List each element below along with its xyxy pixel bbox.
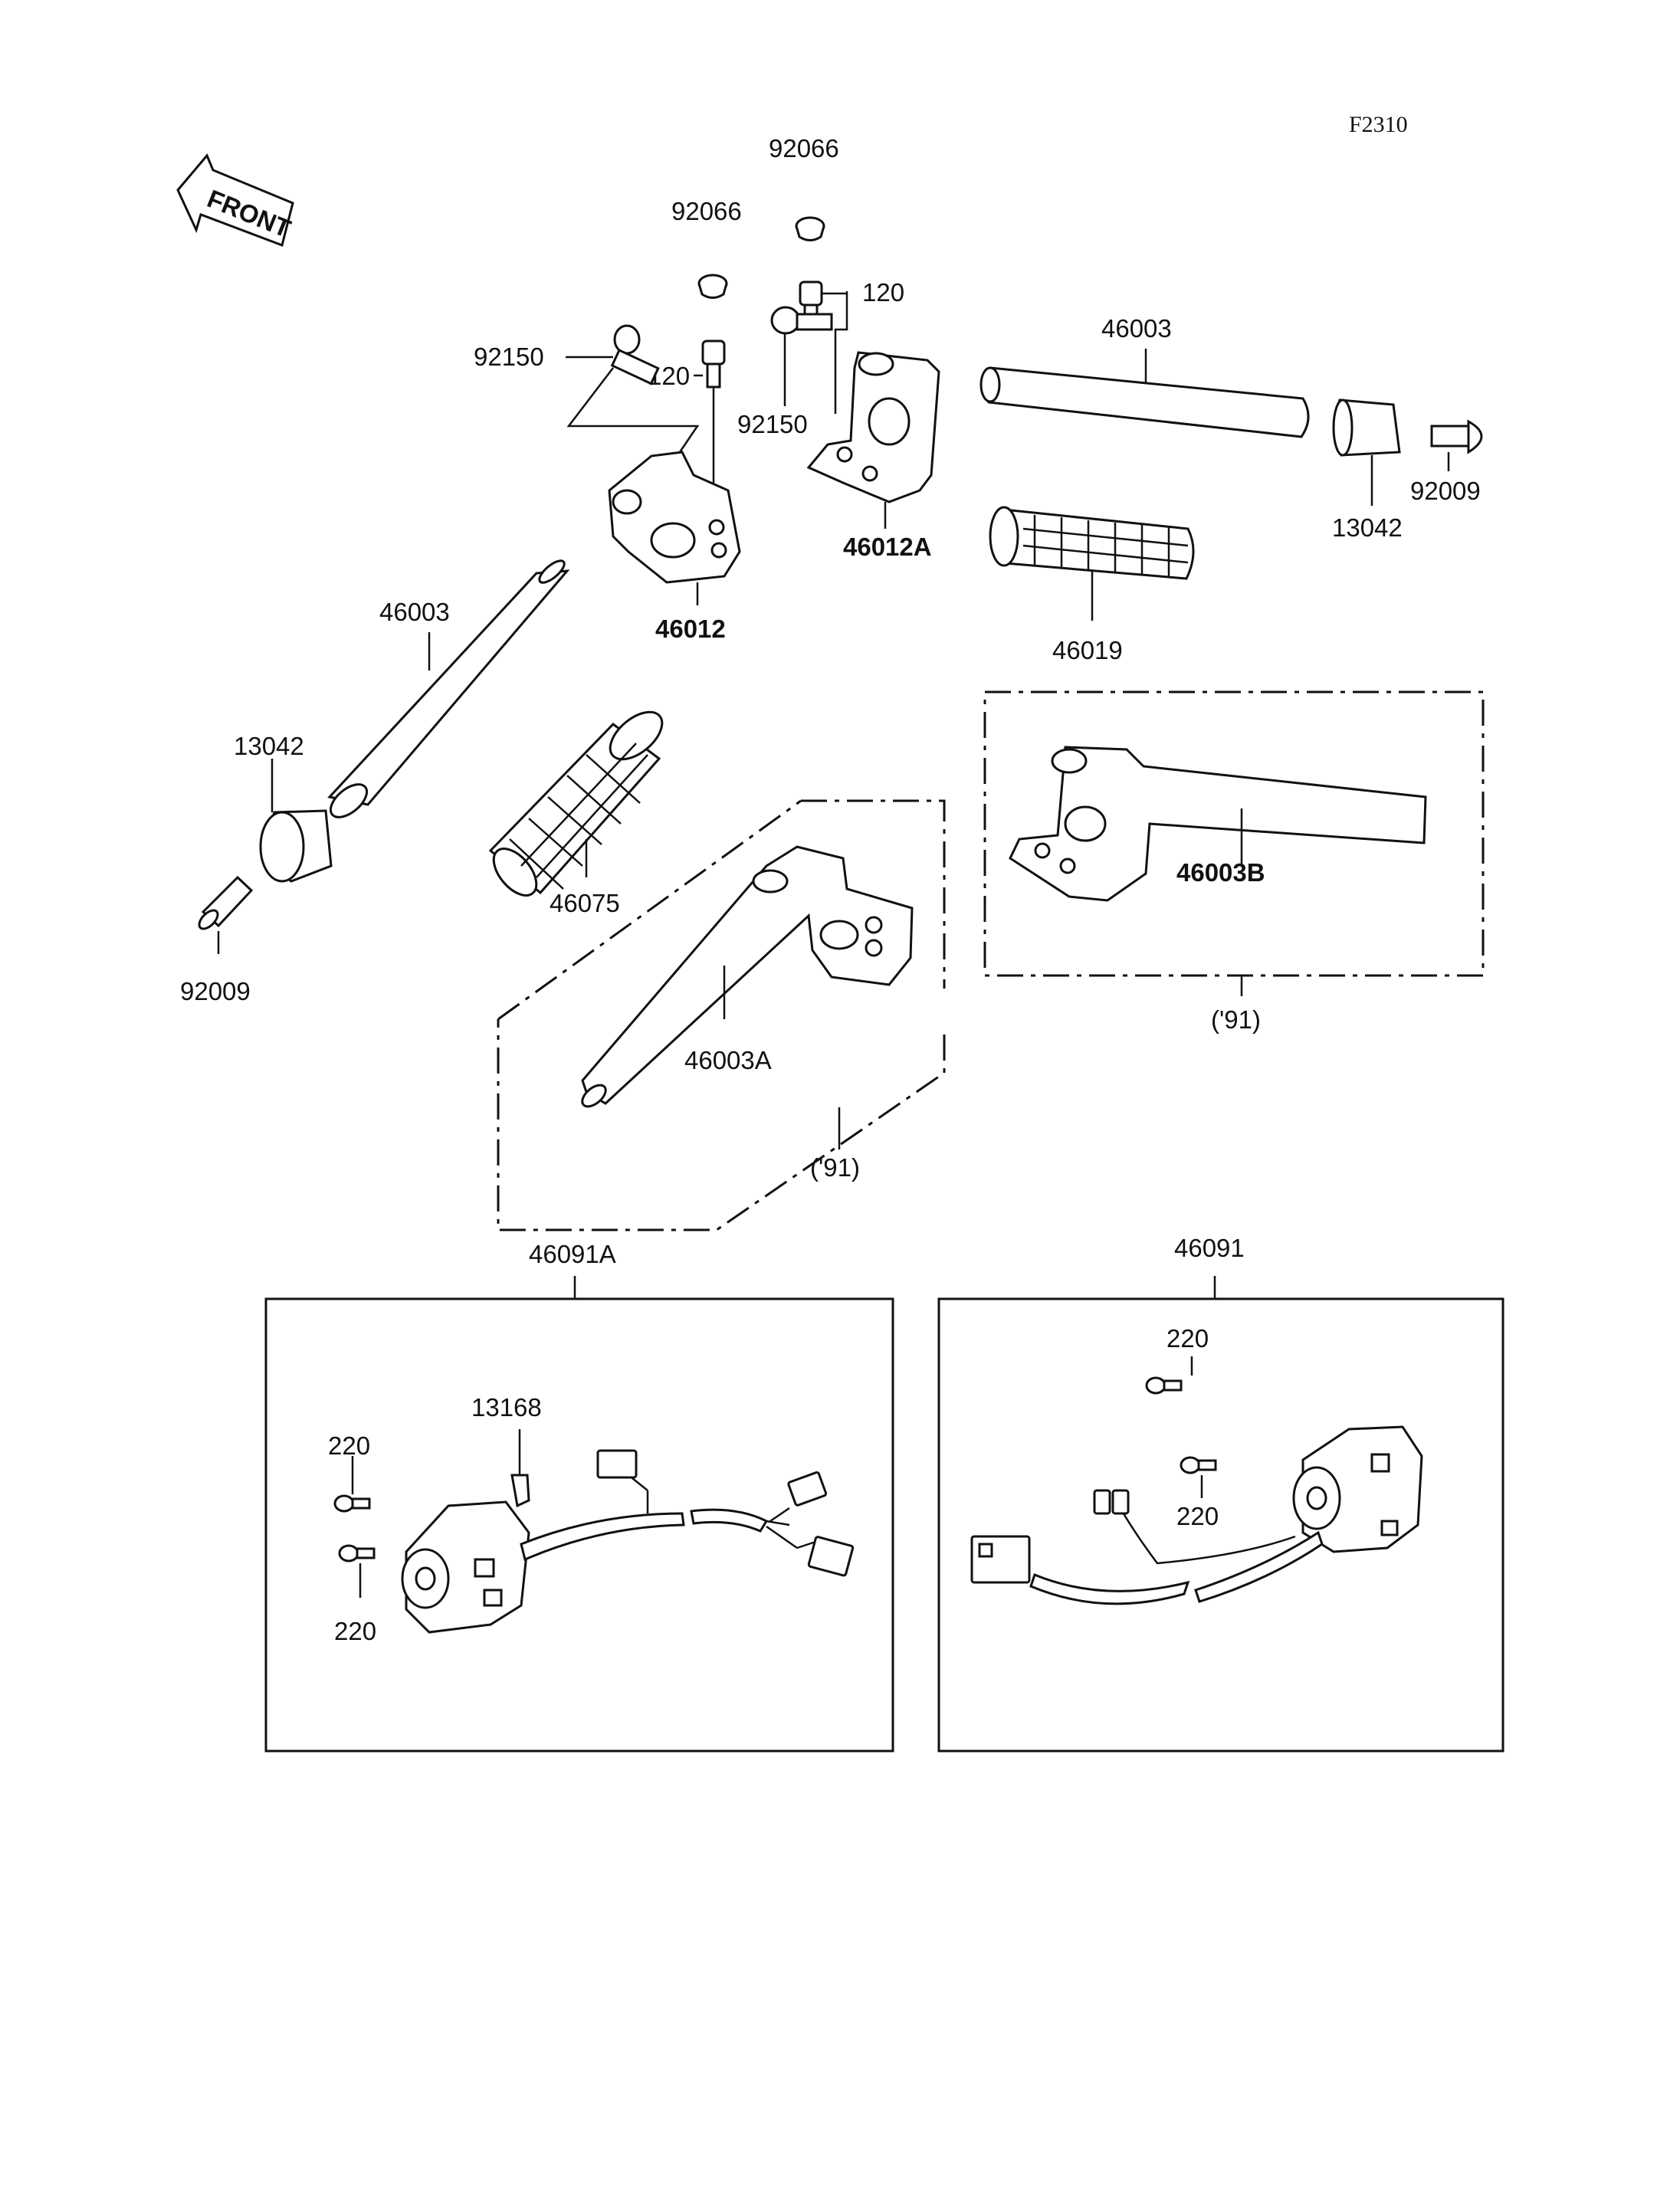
label-92150-mid: 92150 [737, 410, 808, 438]
label-220-a1: 220 [328, 1431, 370, 1460]
label-92066-top: 92066 [769, 134, 839, 162]
label-46091: 46091 [1174, 1234, 1245, 1262]
label-13042-left: 13042 [234, 732, 304, 760]
bar-46003-left-part [327, 559, 570, 818]
front-arrow-icon: FRONT [176, 153, 295, 247]
weight-13042-left-part [259, 759, 333, 883]
switch-assembly-46091-part [970, 1425, 1423, 1605]
cap-92066-left-part [697, 274, 728, 299]
screw-220-a2-part [338, 1544, 376, 1598]
clamp-46012-part [608, 451, 741, 605]
screw-220-b2-part [1180, 1456, 1217, 1498]
handlebar-46003B-part [1009, 746, 1427, 996]
weight-13042-right-part [1332, 398, 1401, 506]
label-46003-right: 46003 [1101, 314, 1172, 343]
bolt-92150-mid-part [770, 306, 833, 406]
screw-92009-left-part [198, 875, 254, 954]
label-46012A: 46012A [843, 533, 932, 561]
label-46091A: 46091A [529, 1240, 616, 1268]
note-91-b: ('91) [1211, 1005, 1261, 1034]
clamp-46012A-part [806, 291, 940, 529]
bolt-120-right-part [799, 280, 847, 323]
region-46003A-outline [497, 799, 946, 1231]
bolt-120-left-part [694, 339, 726, 513]
label-46003B: 46003B [1176, 858, 1265, 887]
figure-code: F2310 [1349, 112, 1408, 137]
screw-220-b1-part [1145, 1356, 1193, 1395]
label-46075: 46075 [550, 889, 620, 917]
label-13168: 13168 [471, 1393, 542, 1421]
note-91-a: ('91) [810, 1153, 860, 1182]
label-46003-left: 46003 [379, 598, 450, 626]
label-220-b2: 220 [1176, 1502, 1219, 1530]
label-13042-right: 13042 [1332, 513, 1403, 542]
label-92066-left: 92066 [671, 197, 742, 225]
label-46003A: 46003A [684, 1046, 772, 1074]
label-92150-left: 92150 [474, 343, 544, 371]
screw-92009-right-part [1430, 419, 1483, 471]
switch-assembly-46091A-part [401, 1429, 855, 1634]
label-92009-right: 92009 [1410, 477, 1481, 505]
label-220-a2: 220 [334, 1617, 376, 1645]
grip-46019-part [989, 506, 1195, 621]
region-46003B-outline [983, 690, 1485, 977]
bolt-92150-left-part [566, 324, 700, 474]
label-46012: 46012 [655, 615, 726, 643]
label-46019: 46019 [1052, 636, 1123, 664]
screw-220-a1-part [333, 1456, 371, 1513]
box-46091A [264, 1297, 894, 1753]
cap-92066-top-part [795, 216, 825, 241]
label-220-b1: 220 [1166, 1324, 1209, 1353]
region-46003A-outline-diag [497, 799, 802, 1021]
label-92009-left: 92009 [180, 977, 251, 1005]
handlebar-46003A-part [581, 845, 914, 1149]
label-120-right: 120 [862, 278, 904, 307]
bar-46003-right-part [979, 349, 1310, 438]
grip-46075-part [488, 710, 664, 897]
box-46091 [937, 1297, 1504, 1753]
